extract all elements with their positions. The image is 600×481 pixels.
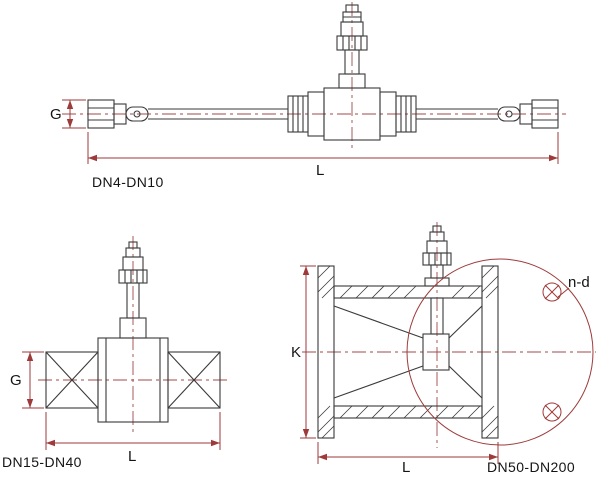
right-pipe bbox=[416, 108, 498, 120]
centerlines-bottom-left bbox=[38, 236, 228, 432]
dim-label-g-top: G bbox=[50, 106, 62, 123]
venturi-profile bbox=[333, 297, 483, 399]
centerlines-top bbox=[62, 2, 566, 150]
flange-left bbox=[317, 265, 335, 439]
caption-dn15-dn40: DN15-DN40 bbox=[2, 454, 82, 470]
bolt-hole-marker-top bbox=[542, 282, 562, 302]
bolt-circle bbox=[406, 258, 594, 446]
arrowheads-bottom-right bbox=[302, 266, 498, 461]
bolt-hole-marker-bottom bbox=[542, 402, 562, 422]
nd-leader-line bbox=[557, 287, 570, 298]
meter-body-dn15 bbox=[45, 241, 221, 423]
left-coupling-nut bbox=[287, 95, 309, 133]
centerlines-bottom-right bbox=[302, 222, 596, 448]
sensor-assembly-small bbox=[118, 241, 148, 339]
dim-label-l-flanged: L bbox=[402, 459, 410, 476]
dim-label-nd: n-d bbox=[568, 274, 590, 291]
dim-label-k: K bbox=[291, 344, 301, 361]
right-coupling-nut bbox=[395, 95, 417, 133]
meter-body-dn50 bbox=[317, 225, 499, 439]
dimensions-bottom-left bbox=[22, 351, 221, 450]
dimensions-top bbox=[62, 99, 559, 164]
dim-label-g-small: G bbox=[10, 372, 22, 389]
sensor-assembly bbox=[336, 4, 368, 89]
caption-dn50-dn200: DN50-DN200 bbox=[487, 459, 575, 475]
left-hex-fitting bbox=[87, 99, 149, 129]
right-hex-fitting bbox=[497, 99, 559, 129]
arrowheads-bottom-left bbox=[26, 352, 220, 447]
caption-dn4-dn10: DN4-DN10 bbox=[92, 174, 164, 190]
dim-label-l-top: L bbox=[316, 162, 324, 179]
dim-label-l-small: L bbox=[128, 448, 136, 465]
view-dn50-dn200: K L n-d DN50-DN200 bbox=[291, 222, 596, 476]
body-top-plate bbox=[333, 285, 483, 299]
arrowheads-top bbox=[66, 100, 558, 162]
meter-body-dn4 bbox=[87, 4, 559, 141]
left-pipe bbox=[148, 108, 288, 120]
sensor-assembly-flanged bbox=[422, 225, 452, 287]
view-dn4-dn10: G L DN4-DN10 bbox=[50, 2, 566, 190]
dimensions-bottom-right bbox=[300, 258, 594, 464]
view-dn15-dn40: G L DN15-DN40 bbox=[2, 236, 228, 470]
body-bottom-plate bbox=[333, 405, 483, 419]
flange-right bbox=[481, 265, 499, 439]
